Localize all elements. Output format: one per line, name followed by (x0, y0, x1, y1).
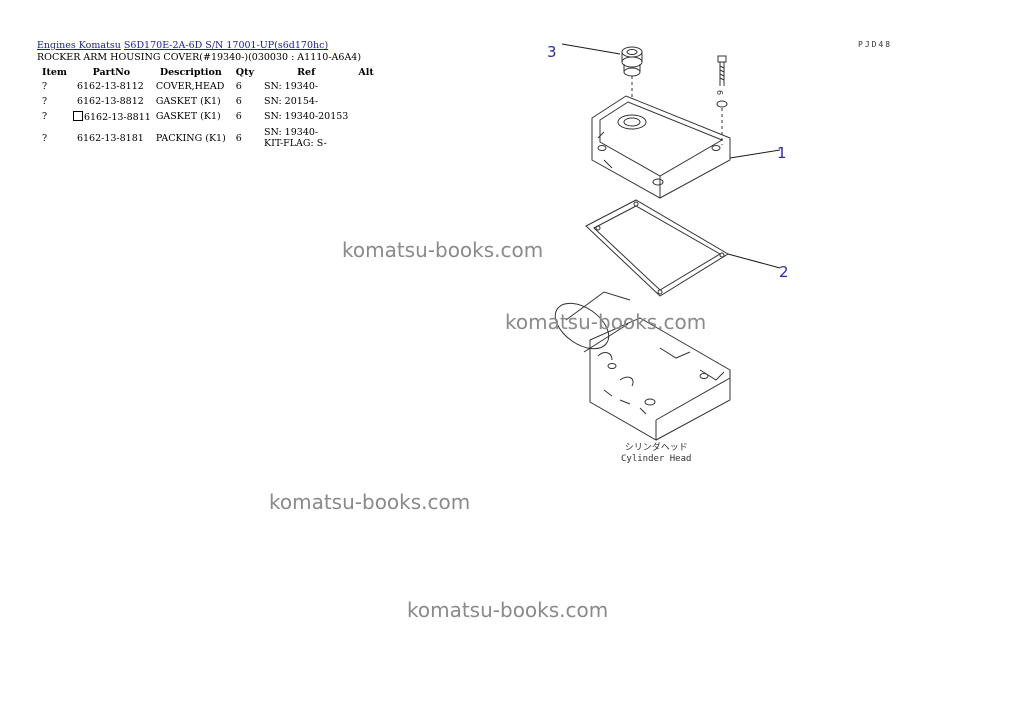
cell-qty: 6 (235, 111, 242, 122)
cell-item: ? (42, 96, 48, 107)
table-header-row: Item PartNo Description Qty Ref Alt (37, 66, 379, 79)
parts-table: Item PartNo Description Qty Ref Alt ? 61… (37, 66, 379, 151)
col-header-description: Description (159, 67, 222, 78)
watermark: komatsu-books.com (505, 310, 707, 334)
cell-item: ? (42, 111, 48, 122)
breadcrumb-model-link[interactable]: S6D170E-2A-6D S/N 17001-UP(s6d170hc) (123, 40, 329, 51)
packing-plug-drawing (621, 46, 643, 100)
col-header-item: Item (42, 67, 67, 78)
cell-ref: SN: 20154- (263, 96, 319, 107)
cell-item: ? (42, 81, 48, 92)
cell-item: ? (42, 133, 48, 144)
cylinder-head-caption: シリンダヘッド Cylinder Head (621, 443, 691, 465)
table-row: ? 6162-13-8112 COVER,HEAD 6 SN: 19340- (37, 79, 379, 94)
drawing-code: PJD48 (858, 40, 893, 49)
callout-3: 3 (547, 43, 557, 61)
table-row: ? 6162-13-8812 GASKET (K1) 6 SN: 20154- (37, 94, 379, 109)
col-header-partno: PartNo (92, 67, 131, 78)
cylinder-head-label-jp: シリンダヘッド (624, 443, 688, 453)
breadcrumb-engines-link[interactable]: Engines Komatsu (37, 40, 121, 51)
table-row: ? 6162-13-8181 PACKING (K1) 6 SN: 19340-… (37, 125, 379, 151)
col-header-alt: Alt (358, 67, 374, 78)
callout-2: 2 (779, 263, 789, 281)
bolt-quantity-label: 6 (715, 89, 725, 96)
cylinder-head-label-en: Cylinder Head (621, 454, 692, 464)
page-title: ROCKER ARM HOUSING COVER(#19340-)(030030… (37, 52, 362, 63)
cell-partno: 6162-13-8811 (72, 109, 151, 125)
cell-ref-line1: SN: 19340- (263, 127, 319, 138)
head-cover-drawing (591, 95, 731, 199)
watermark: komatsu-books.com (342, 238, 544, 262)
selection-checkbox[interactable] (72, 111, 83, 121)
cell-description: GASKET (K1) (155, 96, 221, 107)
cell-partno-text: 6162-13-8811 (83, 112, 151, 123)
cell-partno: 6162-13-8181 (76, 133, 144, 144)
col-header-qty: Qty (235, 67, 254, 78)
cell-description: GASKET (K1) (155, 111, 221, 122)
callout-leaders (561, 43, 781, 269)
watermark: komatsu-books.com (269, 490, 471, 514)
watermark: komatsu-books.com (407, 598, 609, 622)
cylinder-head-drawing (554, 291, 731, 441)
cell-ref: SN: 19340- (263, 81, 319, 92)
cell-ref-line2: KIT-FLAG: S- (263, 138, 327, 149)
cell-ref: SN: 19340-20153 (263, 111, 349, 122)
gasket-drawing (585, 199, 729, 297)
cell-qty: 6 (235, 81, 242, 92)
cell-qty: 6 (235, 96, 242, 107)
cell-description: PACKING (K1) (155, 133, 226, 144)
col-header-ref: Ref (297, 67, 316, 78)
cell-partno: 6162-13-8112 (76, 81, 144, 92)
cell-partno: 6162-13-8812 (76, 96, 144, 107)
bolt-drawing (716, 55, 728, 145)
table-row: ? 6162-13-8811 GASKET (K1) 6 SN: 19340-2… (37, 109, 379, 125)
cell-description: COVER,HEAD (155, 81, 225, 92)
callout-1: 1 (777, 144, 787, 162)
cell-qty: 6 (235, 133, 242, 144)
cell-ref: SN: 19340- KIT-FLAG: S- (259, 125, 353, 151)
breadcrumb: Engines Komatsu S6D170E-2A-6D S/N 17001-… (37, 40, 328, 51)
